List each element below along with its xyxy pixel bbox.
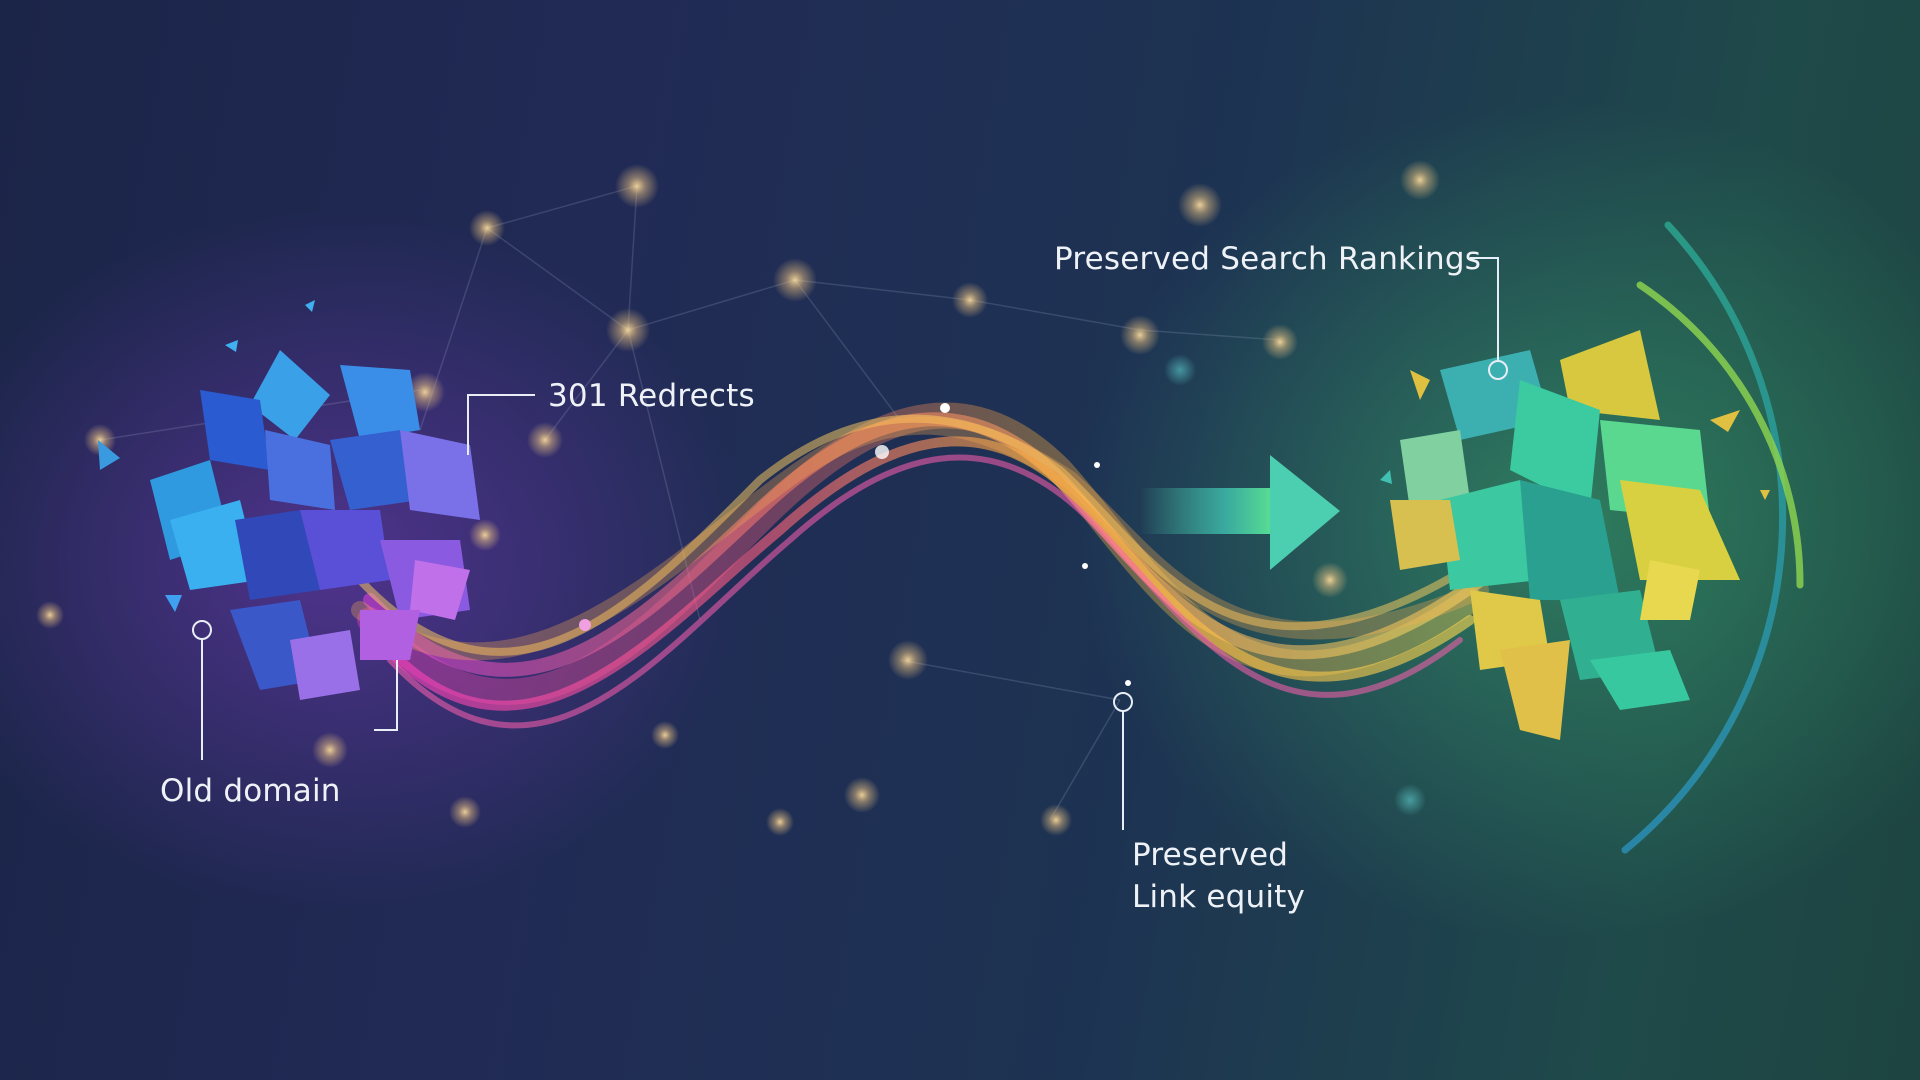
redirects-label: 301 Redrects (548, 378, 755, 414)
link-equity-label-line1: Preserved (1132, 837, 1289, 873)
network-lines (99, 185, 1281, 821)
flow-arrow (1140, 455, 1340, 570)
old-domain-cluster (98, 300, 480, 700)
data-streams (351, 402, 1489, 729)
search-rankings-label: Preserved Search Rankings (1054, 241, 1482, 277)
new-domain-cluster (1380, 330, 1770, 740)
glow-nodes (36, 160, 1440, 836)
old-domain-label: Old domain (160, 773, 341, 809)
sparkles (579, 403, 1131, 686)
link-equity-label: Preserved Link equity (1132, 834, 1305, 918)
callout-lines (192, 257, 1508, 830)
signal-arcs (1621, 221, 1804, 854)
link-equity-label-line2: Link equity (1132, 879, 1306, 915)
